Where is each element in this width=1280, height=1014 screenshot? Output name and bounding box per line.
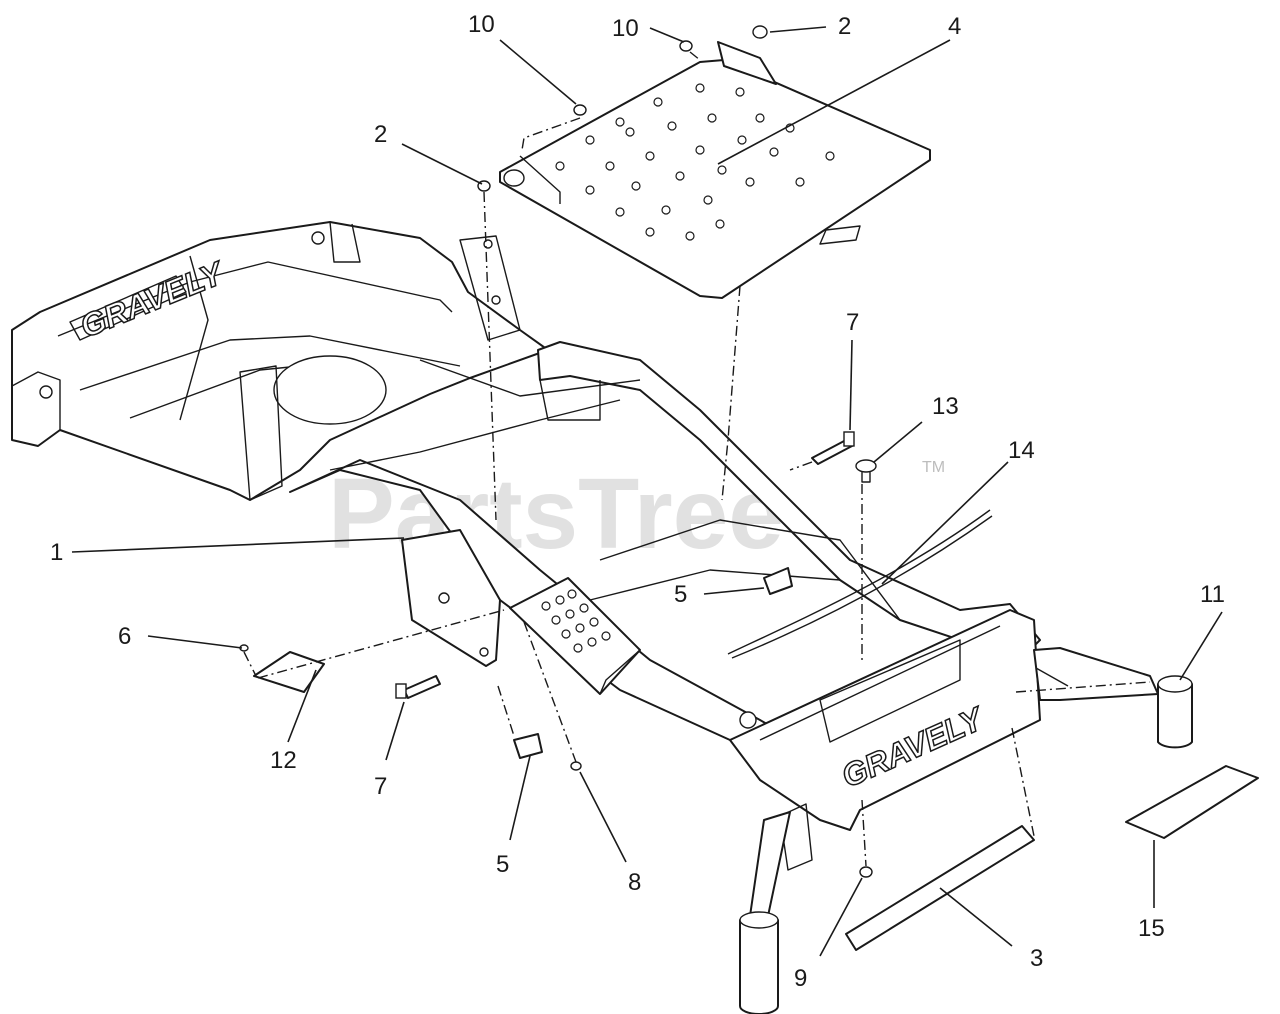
callout-7-right: 7 [846,309,859,336]
left-caster-arm [739,811,791,1014]
callout-5-left: 5 [496,851,509,878]
leader-lines [71,26,1223,957]
callout-8: 8 [628,869,641,896]
front-crossmember: GRAVELY [729,609,1041,871]
callout-3: 3 [1030,945,1043,972]
callout-labels: 1 2 2 3 4 5 5 6 7 7 8 9 10 10 11 12 13 1… [50,11,1225,992]
callout-10-top: 10 [612,15,639,42]
callout-15: 15 [1138,915,1165,942]
side-plate-bracket [401,529,501,667]
floor-plate [499,41,931,299]
callout-2-left: 2 [374,121,387,148]
right-caster-arm [1033,647,1193,749]
foot-rest-bracket [509,577,641,695]
callout-4: 4 [948,13,961,40]
callout-6: 6 [118,623,131,650]
callout-9: 9 [794,965,807,992]
callout-10-left: 10 [468,11,495,38]
watermark-trademark: TM [922,459,945,476]
callout-12: 12 [270,747,297,774]
callout-5-right: 5 [674,581,687,608]
callout-1: 1 [50,539,63,566]
callout-13: 13 [932,393,959,420]
callout-2-top: 2 [838,13,851,40]
callout-7-left: 7 [374,773,387,800]
callout-14: 14 [1008,437,1035,464]
alignment-lines [243,51,1151,867]
callout-11: 11 [1200,581,1225,608]
rear-engine-deck: GRAVELY [11,221,549,501]
